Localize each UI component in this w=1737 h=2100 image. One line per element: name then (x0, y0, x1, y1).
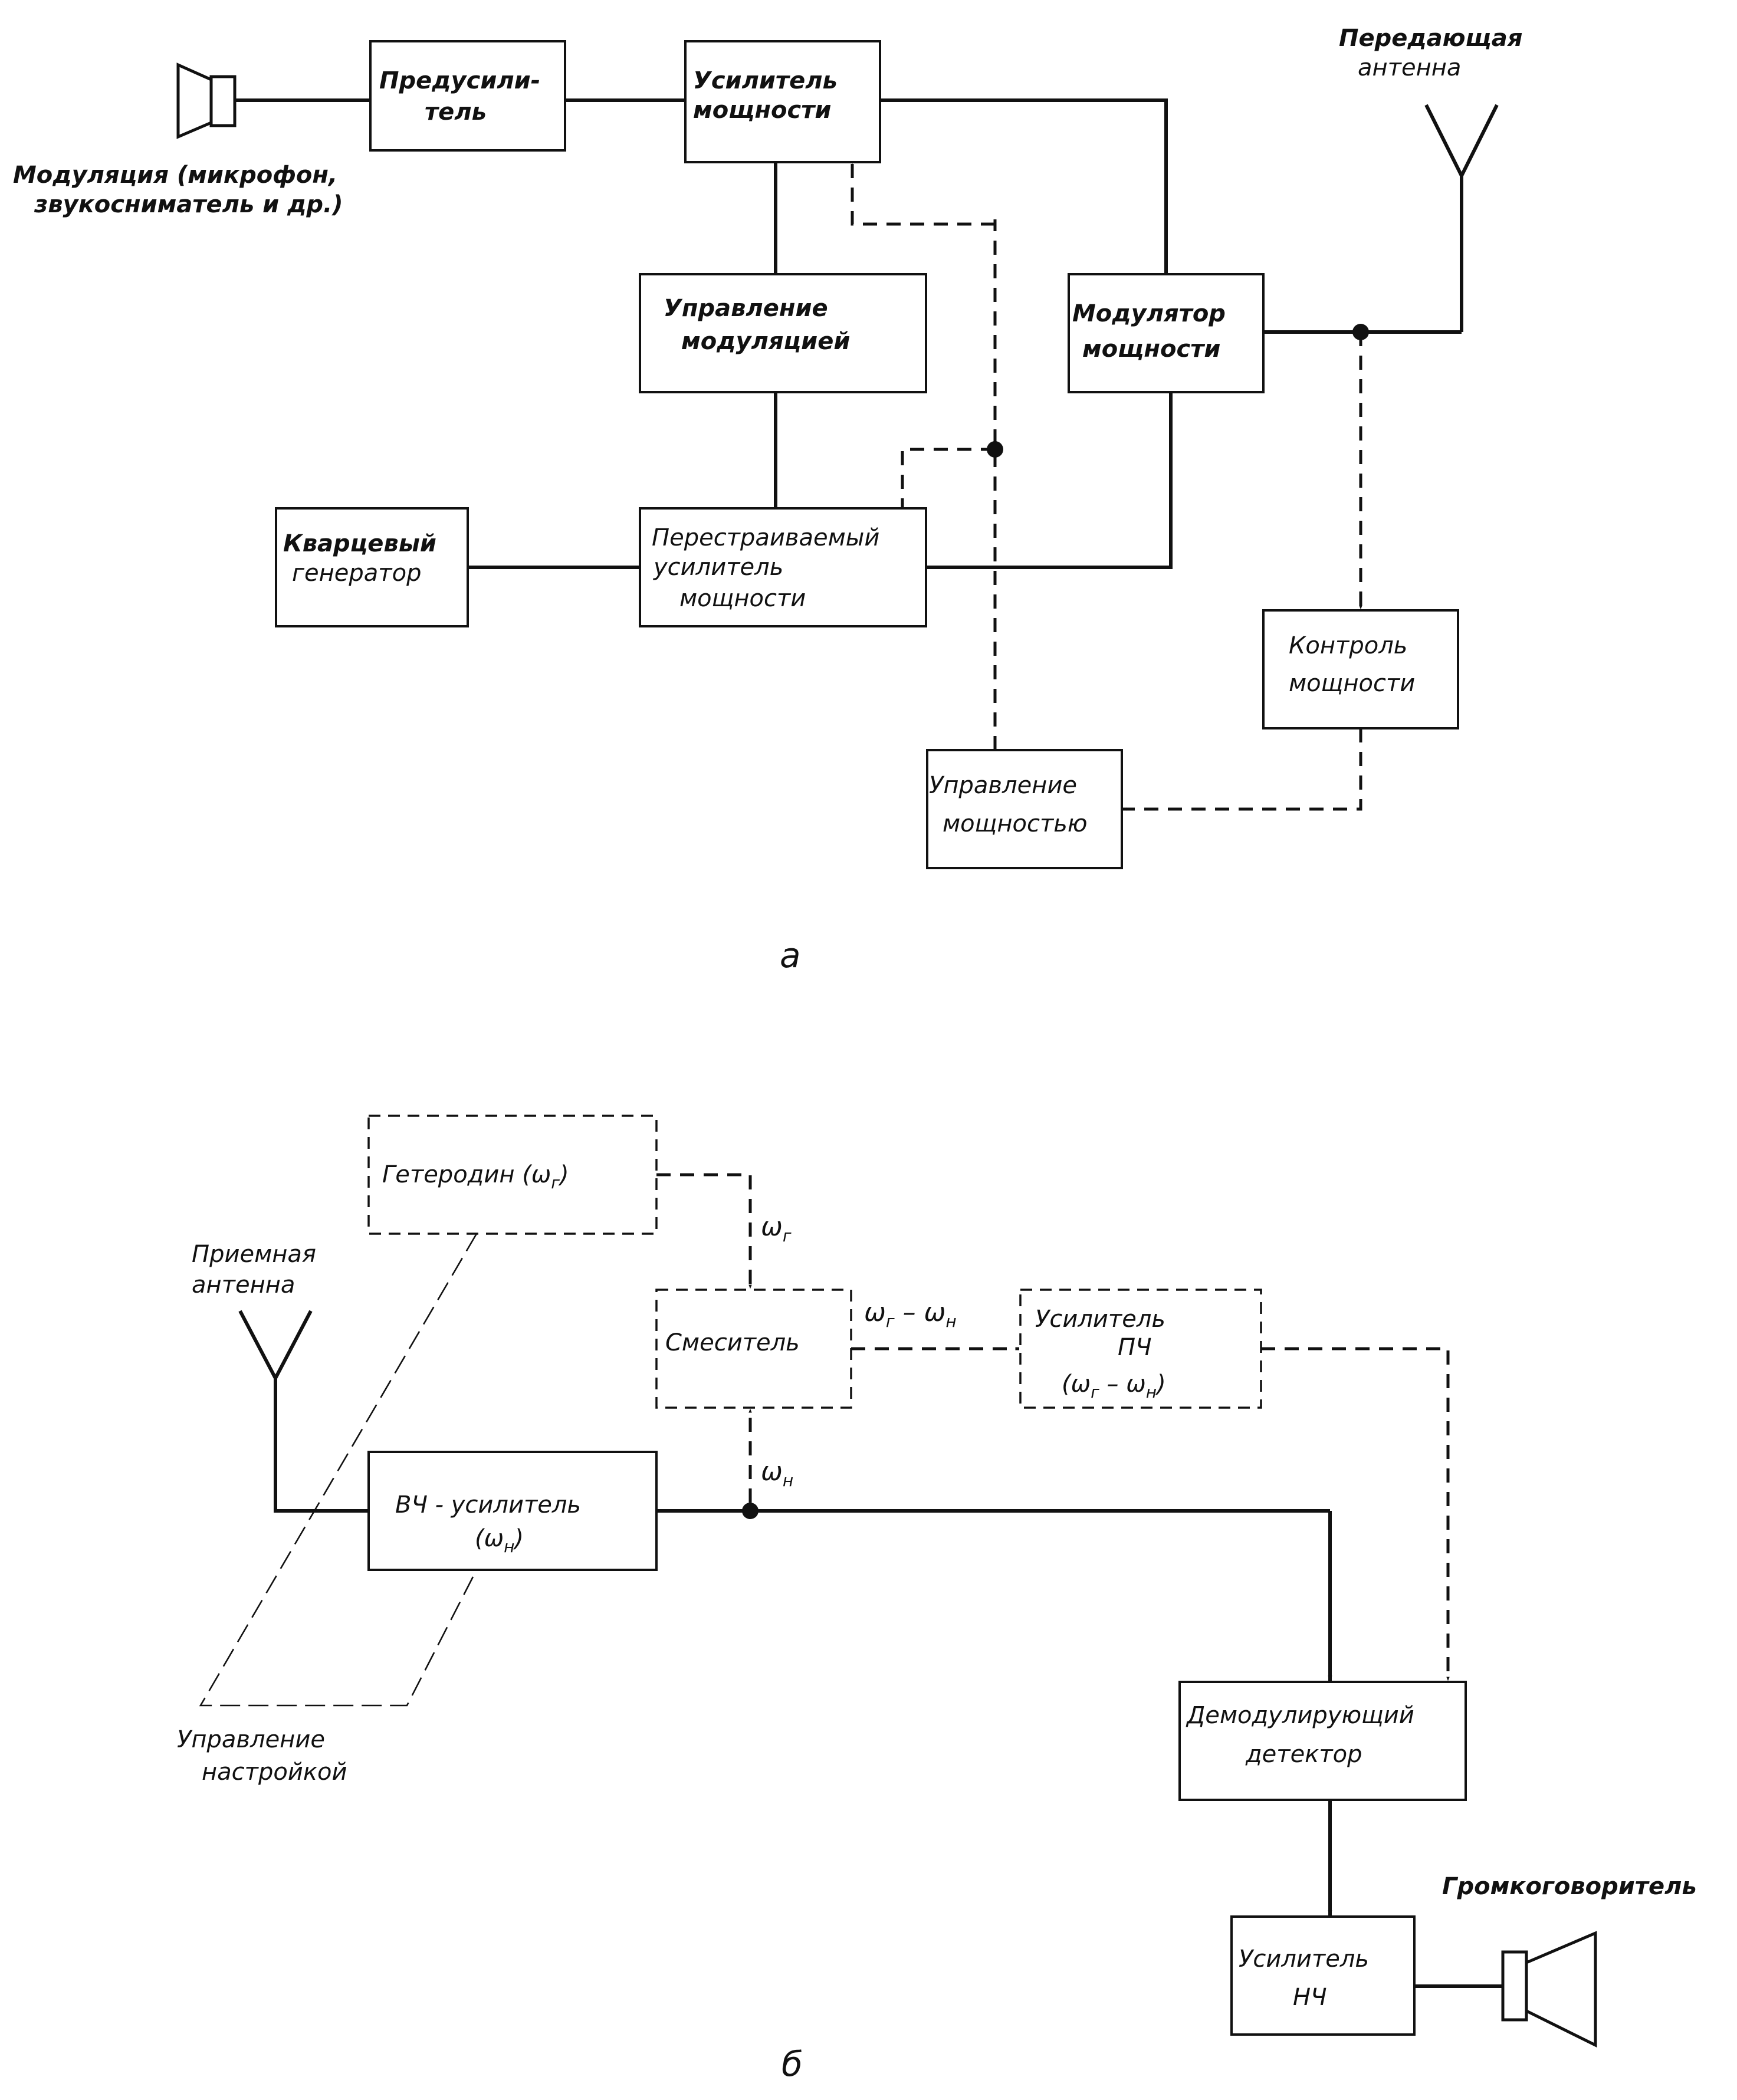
omega-g-label: ωг (761, 1212, 792, 1245)
power-amp-block: Усилитель мощности (684, 40, 881, 163)
quartz-generator-block: Кварцевый генератор (275, 507, 469, 627)
preamp-block: Предусили- тель (369, 40, 566, 152)
figure-a-caption: а (780, 935, 801, 975)
svg-text:генератор: генератор (292, 560, 421, 587)
power-amp-to-modulator-wire (880, 98, 1168, 274)
svg-text:мощности: мощности (679, 585, 806, 612)
svg-text:детектор: детектор (1245, 1741, 1362, 1768)
feedback-to-tunable-dashed-wire (901, 448, 995, 508)
transmit-antenna-icon (1424, 104, 1499, 332)
svg-text:Смеситель: Смеситель (665, 1329, 800, 1356)
svg-text:Усилитель: Усилитель (693, 67, 838, 94)
if-to-detector-dashed-wire (1261, 1347, 1450, 1681)
demodulator-block: Демодулирующий детектор (1178, 1681, 1467, 1801)
power-control-block: Управление мощностью (926, 749, 1123, 869)
svg-text:мощности: мощности (1082, 336, 1220, 363)
monitor-to-power-control-dashed-wire (1122, 728, 1362, 811)
modulation-control-block: Управление модуляцией (639, 273, 927, 393)
svg-text:тель: тель (425, 98, 487, 126)
figure-b-caption: б (782, 2044, 803, 2084)
svg-text:мощностью: мощностью (943, 810, 1088, 837)
receive-antenna-label-2: антенна (192, 1271, 295, 1299)
svg-text:НЧ: НЧ (1293, 1984, 1327, 2011)
mixer-block: Смеситель (655, 1289, 852, 1409)
svg-text:(ωг – ωн): (ωг – ωн) (1062, 1371, 1166, 1402)
power-modulator-block: Модулятор мощности (1068, 273, 1265, 393)
svg-text:Усилитель: Усилитель (1035, 1306, 1165, 1333)
figure-a-transmitter: Модуляция (микрофон, звукосниматель и др… (13, 25, 1522, 975)
feedback-junction-dot (987, 441, 1003, 458)
modulation-source-label: Модуляция (микрофон, (13, 162, 337, 189)
tuning-control-label: Управление (177, 1726, 325, 1753)
tunable-to-modulator-wire (926, 393, 1173, 569)
lf-amp-block: Усилитель НЧ (1230, 1915, 1416, 2036)
if-amp-block: Усилитель ПЧ (ωг – ωн) (1019, 1289, 1262, 1409)
svg-text:Модулятор: Модулятор (1072, 300, 1226, 327)
receive-antenna-icon (238, 1310, 369, 1513)
transmit-antenna-label-2: антенна (1358, 54, 1461, 81)
svg-text:мощности: мощности (1289, 670, 1415, 697)
svg-text:ВЧ - усилитель: ВЧ - усилитель (395, 1491, 581, 1519)
tunable-power-amp-block: Перестраиваемый усилитель мощности (639, 507, 927, 627)
figure-b-receiver: Гетеродин (ωг) Смеситель Усилитель ПЧ (ω… (177, 1115, 1697, 2084)
tuning-control-label-2: настройкой (202, 1759, 347, 1786)
omega-n-label: ωн (761, 1457, 793, 1490)
svg-text:ПЧ: ПЧ (1118, 1334, 1152, 1361)
svg-text:Усилитель: Усилитель (1239, 1945, 1369, 1973)
svg-text:Контроль: Контроль (1289, 632, 1407, 659)
svg-text:Предусили-: Предусили- (379, 67, 540, 94)
svg-text:усилитель: усилитель (653, 554, 783, 581)
rf-junction-dot (742, 1503, 758, 1519)
svg-text:мощности: мощности (693, 97, 831, 124)
svg-text:(ωн): (ωн) (475, 1525, 524, 1556)
speaker-label: Громкоговоритель (1442, 1873, 1697, 1900)
omega-difference-label: ωг – ωн (864, 1297, 957, 1331)
svg-text:Управление: Управление (664, 295, 828, 322)
transmit-antenna-label: Передающая (1339, 25, 1522, 52)
feedback-to-power-amp-dashed-wire (851, 163, 995, 226)
heterodyne-to-mixer-dashed-wire (656, 1173, 752, 1289)
svg-text:Демодулирующий: Демодулирующий (1186, 1702, 1414, 1729)
svg-text:Перестраиваемый: Перестраиваемый (652, 524, 879, 551)
svg-text:Управление: Управление (929, 772, 1077, 799)
svg-text:Гетеродин (ωг): Гетеродин (ωг) (382, 1161, 569, 1192)
heterodyne-block: Гетеродин (ωг) (367, 1115, 658, 1235)
rf-amp-block: ВЧ - усилитель (ωн) (367, 1451, 658, 1571)
svg-text:модуляцией: модуляцией (681, 328, 850, 355)
power-monitor-block: Контроль мощности (1262, 609, 1459, 729)
svg-text:Кварцевый: Кварцевый (283, 530, 436, 557)
speaker-icon (1414, 1931, 1597, 2048)
microphone-icon (176, 63, 237, 139)
tuning-linkage-dashed (199, 1233, 478, 1707)
modulation-source-label-2: звукосниматель и др.) (34, 191, 343, 218)
receive-antenna-label: Приемная (192, 1241, 316, 1268)
